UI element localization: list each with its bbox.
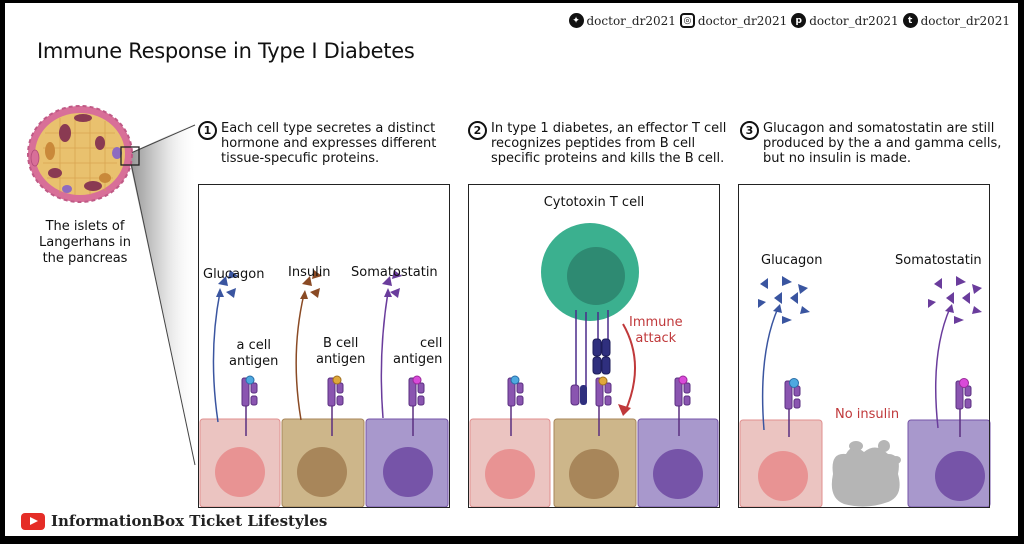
step-number: 3 <box>740 121 759 140</box>
social-handle: doctor_dr2021 <box>920 13 1010 28</box>
islet-label-line: The islets of <box>45 219 125 234</box>
social-handles: ✦ doctor_dr2021 ◎ doctor_dr2021 p doctor… <box>567 13 1010 28</box>
antigen-label-line: B cell <box>322 336 359 351</box>
panel2-artwork <box>469 223 719 508</box>
islet-label-line: the pancreas <box>42 251 128 266</box>
islet-zoom-box <box>120 146 140 166</box>
panel-t-cell-attack: Cytotoxin T cell Immune attack <box>468 184 720 508</box>
hormone-label-somatostatin: Somatostatin <box>895 253 982 268</box>
hormone-label-glucagon: Glucagon <box>761 253 823 268</box>
hormone-label-somatostatin: Somatostatin <box>351 265 438 280</box>
antigen-label-line: antigen <box>229 354 279 369</box>
social-item-pinterest[interactable]: p doctor_dr2021 <box>791 13 899 28</box>
social-item-instagram[interactable]: ◎ doctor_dr2021 <box>679 13 788 28</box>
antigen-label-gamma: cell antigen <box>393 336 442 368</box>
hormone-label-insulin: Insulin <box>288 265 331 280</box>
step-text: Each cell type secretes a distinct hormo… <box>221 121 437 166</box>
islet-label: The islets of Langerhans in the pancreas <box>25 219 145 267</box>
diagram-artwork <box>27 105 991 508</box>
t-cell-label: Cytotoxin T cell <box>543 195 645 210</box>
step-number: 1 <box>198 121 217 140</box>
step-text: Glucagon and somatostatin are still prod… <box>763 121 1002 166</box>
step-3: 3 Glucagon and somatostatin are still pr… <box>740 121 1003 166</box>
social-handle: doctor_dr2021 <box>809 13 899 28</box>
panel-no-insulin: Glucagon Somatostatin No insulin <box>738 184 990 508</box>
page-title: Immune Response in Type I Diabetes <box>37 39 415 63</box>
antigen-label-line: cell <box>420 336 443 351</box>
social-item-twitter[interactable]: ✦ doctor_dr2021 <box>568 13 676 28</box>
social-item-tumblr[interactable]: t doctor_dr2021 <box>902 13 1010 28</box>
panel1-artwork <box>199 270 449 508</box>
step-text: In type 1 diabetes, an effector T cell r… <box>491 121 727 166</box>
antigen-label-line: antigen <box>316 352 366 367</box>
dead-beta-cell <box>831 447 900 507</box>
antigen-label-beta: B cell antigen <box>316 336 365 368</box>
social-handle: doctor_dr2021 <box>586 13 676 28</box>
panel3-artwork <box>739 276 991 508</box>
immune-attack-label: Immune attack <box>629 315 683 347</box>
tumblr-icon: t <box>902 13 918 28</box>
channel-name: InformationBox Ticket Lifestyles <box>51 512 328 530</box>
instagram-icon: ◎ <box>679 13 695 28</box>
immune-attack-line: attack <box>635 331 677 346</box>
social-handle: doctor_dr2021 <box>697 13 788 28</box>
channel-footer[interactable]: InformationBox Ticket Lifestyles <box>21 512 327 530</box>
zoom-cone <box>130 123 195 465</box>
pinterest-icon: p <box>791 13 807 28</box>
youtube-icon <box>21 512 45 530</box>
immune-attack-line: Immune <box>629 315 683 330</box>
step-2: 2 In type 1 diabetes, an effector T cell… <box>468 121 731 166</box>
panel-normal-islet: Glucagon Insulin Somatostatin a cell ant… <box>198 184 450 508</box>
hormone-label-glucagon: Glucagon <box>203 267 265 282</box>
antigen-label-alpha: a cell antigen <box>229 338 278 370</box>
islet-label-line: Langerhans in <box>38 235 131 250</box>
antigen-label-line: antigen <box>393 352 443 367</box>
no-insulin-label: No insulin <box>835 407 900 422</box>
step-number: 2 <box>468 121 487 140</box>
twitter-icon: ✦ <box>568 13 584 28</box>
antigen-label-line: a cell <box>236 338 271 353</box>
infographic-sheet: ✦ doctor_dr2021 ◎ doctor_dr2021 p doctor… <box>5 3 1018 536</box>
step-1: 1 Each cell type secretes a distinct hor… <box>198 121 471 166</box>
islet-illustration <box>27 105 140 203</box>
